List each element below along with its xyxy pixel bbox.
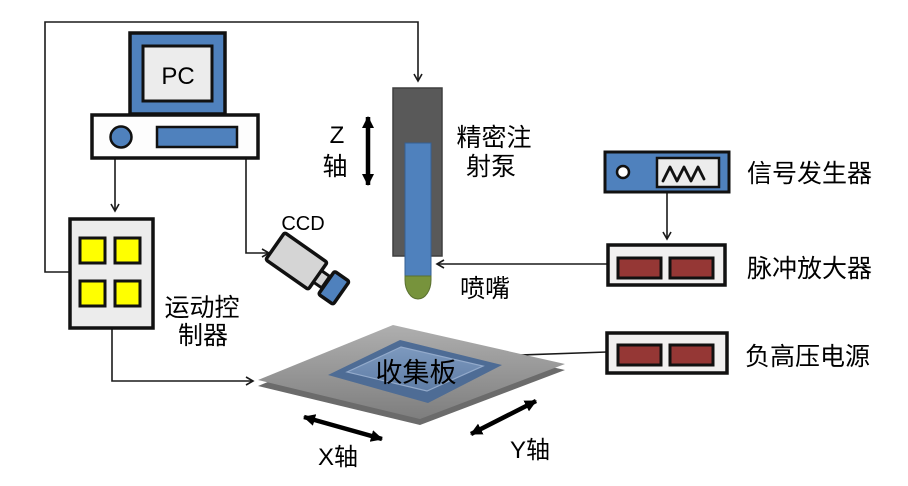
ccd-lens: [317, 270, 351, 306]
motion-controller-label-line2: 制器: [178, 322, 228, 350]
signal-generator-label: 信号发生器: [747, 160, 872, 188]
nozzle-tip: [404, 275, 432, 300]
pc-monitor-screen: [141, 44, 214, 103]
xy-axes: X轴 Y轴: [303, 398, 550, 471]
connector-pc-to-ccd: [245, 158, 271, 258]
hv-indicator-1: [616, 343, 663, 367]
ccd-label: CCD: [281, 213, 324, 235]
negative-hv-power: 负高压电源: [605, 331, 870, 375]
signal-generator: 信号发生器: [603, 150, 872, 194]
z-axis: Z 轴: [322, 116, 374, 186]
syringe-pump-label-line2: 射泵: [466, 153, 516, 181]
motion-controller-box: [68, 217, 155, 330]
hv-indicator-2: [668, 343, 715, 367]
motion-controller: 运动控 制器: [68, 217, 240, 350]
controller-button-3: [78, 279, 107, 308]
nozzle-label: 喷嘴: [460, 275, 510, 303]
hv-power-label: 负高压电源: [745, 343, 870, 371]
z-axis-label-line1: Z: [330, 122, 345, 149]
y-axis-arrow: [469, 398, 538, 437]
collector-stage: 收集板: [258, 325, 565, 425]
connector-lines: [44, 21, 672, 386]
pc-computer: PC: [90, 31, 260, 160]
x-axis-arrow: [303, 414, 383, 442]
collector-plate-label: 收集板: [376, 358, 457, 388]
syringe: [404, 142, 432, 278]
connector-controller-loop-to-pump: [44, 21, 423, 273]
pulse-amplifier-label: 脉冲放大器: [747, 255, 872, 283]
signal-generator-knob: [615, 164, 631, 180]
connector-controller-to-stage: [111, 328, 255, 386]
controller-button-2: [113, 236, 142, 265]
motion-controller-label-line1: 运动控: [164, 294, 239, 322]
waveform-icon: [661, 165, 706, 183]
ccd-camera: CCD: [264, 213, 351, 306]
amplifier-indicator-1: [616, 256, 663, 280]
y-axis-label: Y轴: [510, 437, 550, 464]
amplifier-indicator-2: [668, 256, 715, 280]
collector-plate-top: [345, 346, 485, 392]
controller-button-4: [113, 279, 142, 308]
pulse-amplifier: 脉冲放大器: [606, 243, 872, 287]
controller-button-1: [78, 236, 107, 265]
pc-power-button: [109, 125, 133, 149]
x-axis-label: X轴: [318, 444, 358, 471]
ccd-camera-shape: [264, 231, 351, 306]
z-axis-label-line2: 轴: [322, 153, 347, 181]
syringe-pump-label-line1: 精密注: [456, 124, 531, 152]
syringe-pump: 精密注 射泵 喷嘴: [392, 87, 532, 303]
pc-label: PC: [161, 63, 194, 90]
pc-drive-bay: [155, 125, 239, 149]
